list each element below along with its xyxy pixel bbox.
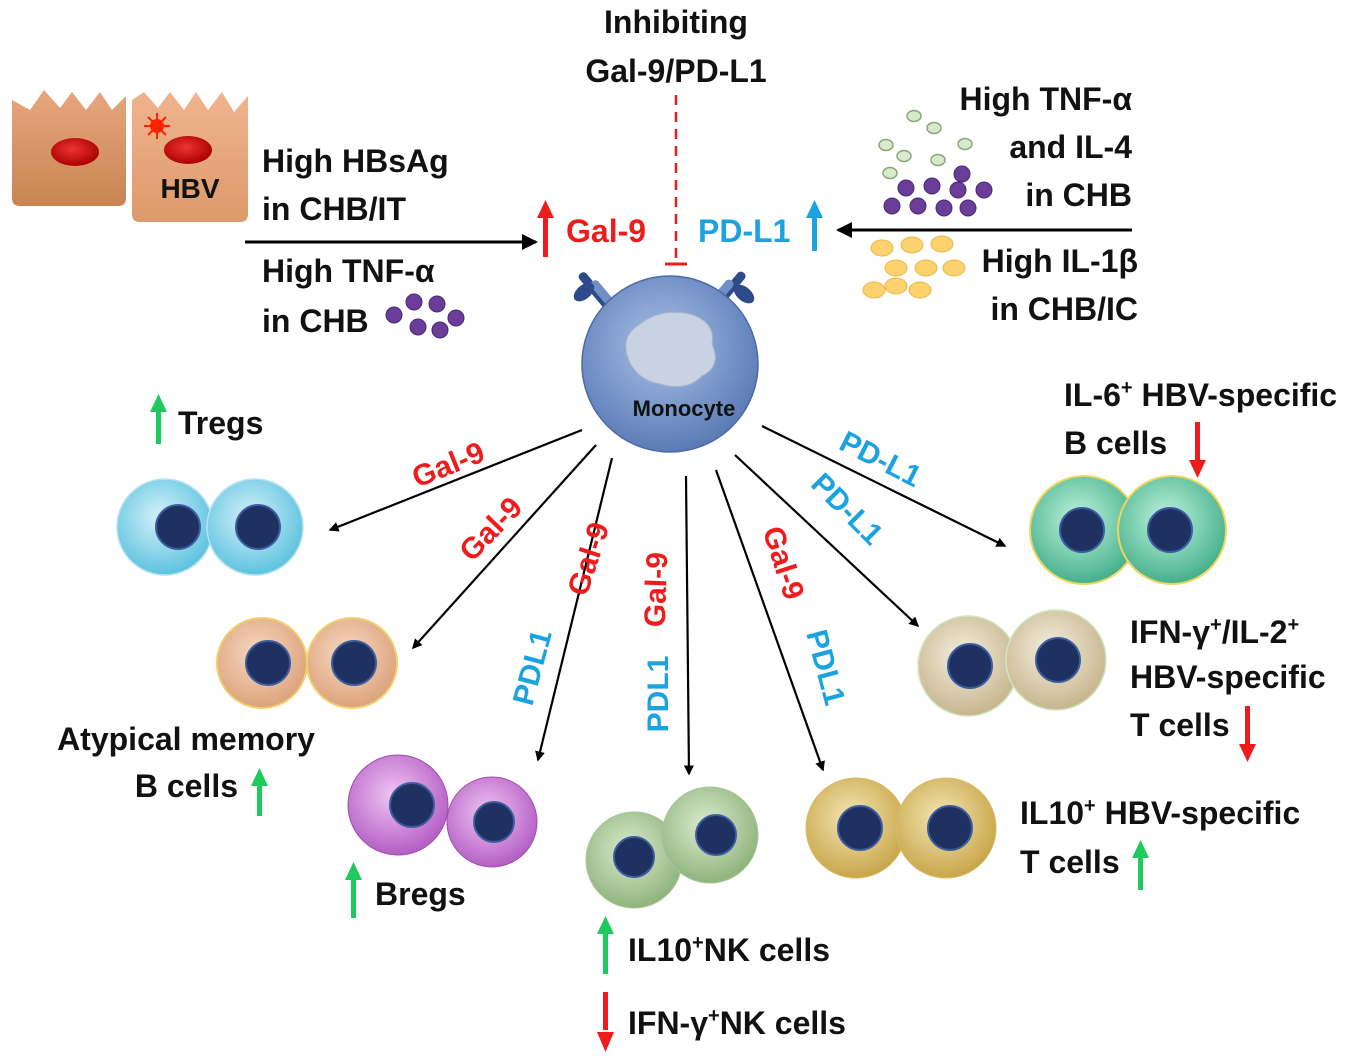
tnf-left-label-line1: High TNF-α bbox=[262, 253, 435, 289]
il1b-label-line1: High IL-1β bbox=[982, 243, 1138, 279]
tnf-cytokine-dots-left bbox=[385, 293, 465, 339]
tregs-up-arrow-icon bbox=[150, 394, 167, 444]
arrow-to-nk bbox=[683, 475, 694, 776]
il6-b-label-suffix: HBV-specific bbox=[1133, 377, 1338, 413]
pdl1-center-label: PD-L1 bbox=[698, 213, 790, 249]
nk-cell-pair bbox=[585, 786, 759, 909]
hbsag-label-line1: High HBsAg bbox=[262, 143, 449, 179]
bregs-cell-pair bbox=[347, 754, 538, 868]
ray-label-bregs-pdl1: PDL1 bbox=[507, 626, 559, 709]
hbsag-label-line2: in CHB/IT bbox=[262, 191, 406, 227]
ray-label-nk-gal9: Gal-9 bbox=[639, 552, 675, 628]
ifn-nk-label: IFN-γ+NK cells bbox=[628, 1005, 846, 1041]
ray-label-il10t-pdl1: PDL1 bbox=[799, 626, 851, 709]
tnf-il4-label-line2: and IL-4 bbox=[1009, 129, 1132, 165]
inhibiting-label-line2: Gal-9/PD-L1 bbox=[585, 53, 766, 89]
ray-label-tregs-gal9: Gal-9 bbox=[407, 436, 489, 495]
il6-b-label-line2: B cells bbox=[1064, 425, 1167, 461]
ifn-t-label-sup2: + bbox=[1287, 614, 1299, 636]
ifn-t-label-line3: T cells bbox=[1130, 707, 1230, 743]
ifn-nk-label-prefix: IFN-γ bbox=[628, 1005, 708, 1041]
ifn-nk-label-suffix: NK cells bbox=[720, 1005, 846, 1041]
il6-b-label-prefix: IL-6 bbox=[1064, 377, 1121, 413]
inhibiting-label-line1: Inhibiting bbox=[604, 4, 748, 40]
il10-nk-label-prefix: IL10 bbox=[628, 932, 692, 968]
monocyte-nucleus bbox=[625, 311, 716, 388]
ray-label-ifnt-pdl1: PD-L1 bbox=[804, 467, 889, 552]
atypical-memory-b-cell-pair bbox=[216, 617, 398, 709]
gal9-center-label: Gal-9 bbox=[566, 213, 646, 249]
arrow-to-il10-t bbox=[714, 469, 825, 772]
ray-label-bregs-gal9: Gal-9 bbox=[562, 518, 617, 600]
ifn-t-label-sup1: + bbox=[1210, 614, 1222, 636]
il6-b-cell-pair bbox=[1029, 475, 1227, 585]
tnf-il4-label-line3: in CHB bbox=[1025, 177, 1132, 213]
il10-nk-label-suffix: NK cells bbox=[704, 932, 830, 968]
ifn-nk-label-sup: + bbox=[708, 1005, 720, 1027]
atypical-label-line1: Atypical memory bbox=[57, 721, 315, 757]
arrow-to-atypical-b bbox=[411, 444, 597, 650]
ifn-t-label-line2: HBV-specific bbox=[1130, 659, 1326, 695]
ifn-il2-t-cell-pair bbox=[917, 609, 1107, 717]
il10-nk-up-arrow-icon bbox=[597, 916, 614, 974]
il10-t-label-line2: T cells bbox=[1020, 844, 1120, 880]
il10-t-label-prefix: IL10 bbox=[1020, 795, 1084, 831]
receptor-left-icon bbox=[573, 272, 623, 317]
il10-t-cell-pair bbox=[805, 777, 997, 879]
tnf-il4-label-line1: High TNF-α bbox=[959, 81, 1132, 117]
hepatocyte-normal bbox=[12, 90, 126, 206]
arrow-to-il6-b bbox=[761, 425, 1007, 547]
il10-t-label-sup: + bbox=[1084, 795, 1096, 817]
il6-b-down-arrow-icon bbox=[1189, 422, 1206, 478]
il10-t-label-line1: IL10+ HBV-specific bbox=[1020, 795, 1300, 831]
il10-nk-label-sup: + bbox=[692, 932, 704, 954]
arrow-to-ifn-t bbox=[734, 454, 920, 628]
hbv-label: HBV bbox=[160, 173, 219, 204]
il6-b-label-sup: + bbox=[1121, 377, 1133, 399]
il6-b-label-line1: IL-6+ HBV-specific bbox=[1064, 377, 1337, 413]
tregs-cell-pair bbox=[116, 478, 304, 576]
gal9-up-arrow-icon bbox=[537, 200, 554, 257]
ifn-nk-down-arrow-icon bbox=[597, 992, 614, 1052]
ifn-t-down-arrow-icon bbox=[1239, 706, 1256, 762]
atypical-label-line2: B cells bbox=[135, 768, 238, 804]
il1b-cytokine-dots bbox=[862, 235, 966, 299]
pdl1-up-arrow-icon bbox=[806, 200, 823, 251]
il1b-label-line2: in CHB/IC bbox=[990, 291, 1138, 327]
monocyte-cell: Monocyte bbox=[573, 271, 759, 453]
ray-label-atypical-gal9: Gal-9 bbox=[453, 491, 529, 568]
il4-cytokine-dots bbox=[883, 165, 993, 217]
monocyte-label: Monocyte bbox=[633, 396, 736, 421]
bregs-label: Bregs bbox=[375, 876, 466, 912]
hepatocyte-hbv-infected: HBV bbox=[132, 92, 248, 222]
arrow-to-bregs bbox=[535, 457, 614, 762]
tnf-left-label-line2: in CHB bbox=[262, 303, 369, 339]
tregs-label: Tregs bbox=[178, 405, 263, 441]
il10-nk-label: IL10+NK cells bbox=[628, 932, 830, 968]
ifn-t-label-part1: IFN-γ bbox=[1130, 614, 1210, 650]
ifn-t-label-part2: /IL-2 bbox=[1222, 614, 1288, 650]
arrow-to-tregs bbox=[328, 428, 583, 532]
virus-icon bbox=[144, 113, 170, 139]
tnf-cytokine-dots-right bbox=[878, 109, 973, 180]
ifn-t-label-line1: IFN-γ+/IL-2+ bbox=[1130, 614, 1299, 650]
ray-label-nk-pdl1: PDL1 bbox=[642, 656, 675, 733]
atypical-up-arrow-icon bbox=[251, 768, 268, 816]
il10-t-up-arrow-icon bbox=[1132, 840, 1149, 890]
ray-label-il10t-gal9: Gal-9 bbox=[756, 522, 811, 604]
il10-t-label-suffix: HBV-specific bbox=[1096, 795, 1301, 831]
bregs-up-arrow-icon bbox=[345, 862, 362, 918]
